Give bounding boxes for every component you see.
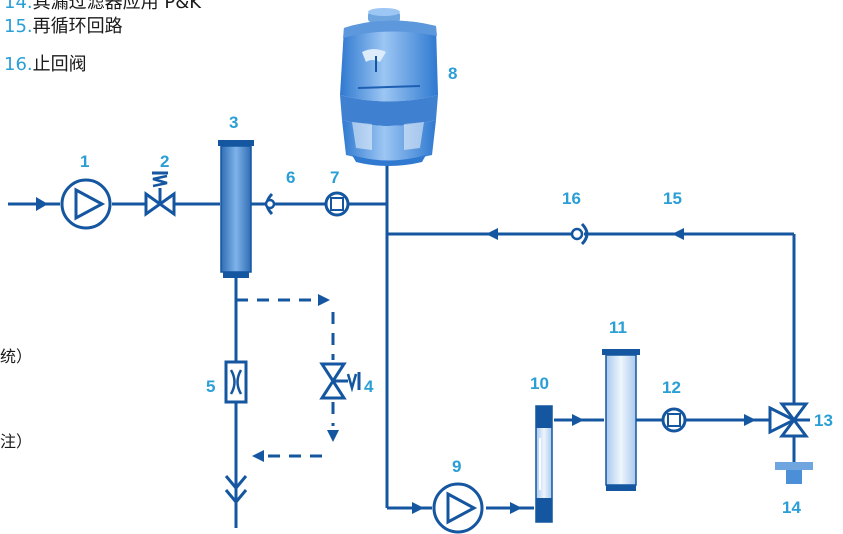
legend-number: 14. [4, 0, 33, 13]
label-5: 5 [206, 377, 215, 396]
component-labels: 1 2 3 4 5 6 7 8 9 10 11 12 13 14 15 16 [80, 64, 833, 517]
bypass-dashed-line [236, 298, 335, 458]
label-12: 12 [662, 378, 681, 397]
legend-text: 其漏过滤器应用 P&K [32, 0, 202, 13]
arrow-return-1 [486, 228, 498, 240]
arrow-bypass-right [318, 294, 330, 306]
label-9: 9 [452, 457, 461, 476]
label-1: 1 [80, 152, 89, 171]
legend-item-15: 15.再循环回路 [4, 12, 123, 38]
flow-arrows [36, 197, 756, 514]
label-3: 3 [229, 113, 238, 132]
flow-meter-icon [324, 191, 350, 217]
pretreatment-cartridge-icon [218, 140, 254, 278]
pressure-reducing-valve-icon [144, 171, 176, 217]
label-10: 10 [530, 374, 549, 393]
check-valve-icon [264, 192, 276, 216]
three-way-valve-icon [768, 402, 810, 438]
legend-text: 止回阀 [32, 54, 87, 75]
label-2: 2 [160, 152, 169, 171]
arrow-return-2 [672, 228, 684, 240]
label-4: 4 [364, 377, 374, 396]
pump-icon [60, 178, 112, 230]
arrow-pump-out [510, 502, 522, 514]
bypass-valve-icon [319, 362, 361, 400]
arrow-to-pump [412, 502, 424, 514]
side-text-upper: 统） [0, 347, 33, 366]
arrow-bypass-down [327, 430, 339, 442]
arrow-inlet [36, 197, 48, 211]
label-11: 11 [609, 318, 627, 337]
arrow-bypass-left [252, 450, 264, 462]
label-8: 8 [448, 64, 457, 83]
label-15: 15 [663, 189, 682, 208]
recirculation-check-valve-icon [570, 222, 589, 246]
label-6: 6 [286, 168, 295, 187]
label-14: 14 [782, 498, 801, 517]
side-text-lower: 注） [0, 432, 33, 451]
legend-number: 16. [4, 54, 33, 75]
label-13: 13 [814, 411, 833, 430]
point-of-use-filter-icon [775, 462, 813, 484]
legend-number: 15. [4, 16, 33, 37]
flow-restrictor-icon [224, 360, 248, 404]
legend-item-14: 14.其漏过滤器应用 P&K [4, 0, 201, 14]
arrow-to-13 [744, 414, 756, 426]
polishing-cartridge-icon [535, 405, 553, 523]
pipes [8, 165, 796, 528]
recirculation-pump-icon [432, 482, 484, 534]
legend-item-16: 16.止回阀 [4, 50, 87, 76]
label-7: 7 [330, 168, 339, 187]
arrow-to-11 [572, 414, 584, 426]
final-filter-icon [602, 349, 640, 491]
legend-text: 再循环回路 [32, 16, 123, 37]
resistivity-meter-icon [661, 407, 687, 433]
label-16: 16 [562, 189, 581, 208]
storage-tank-icon [340, 8, 438, 166]
